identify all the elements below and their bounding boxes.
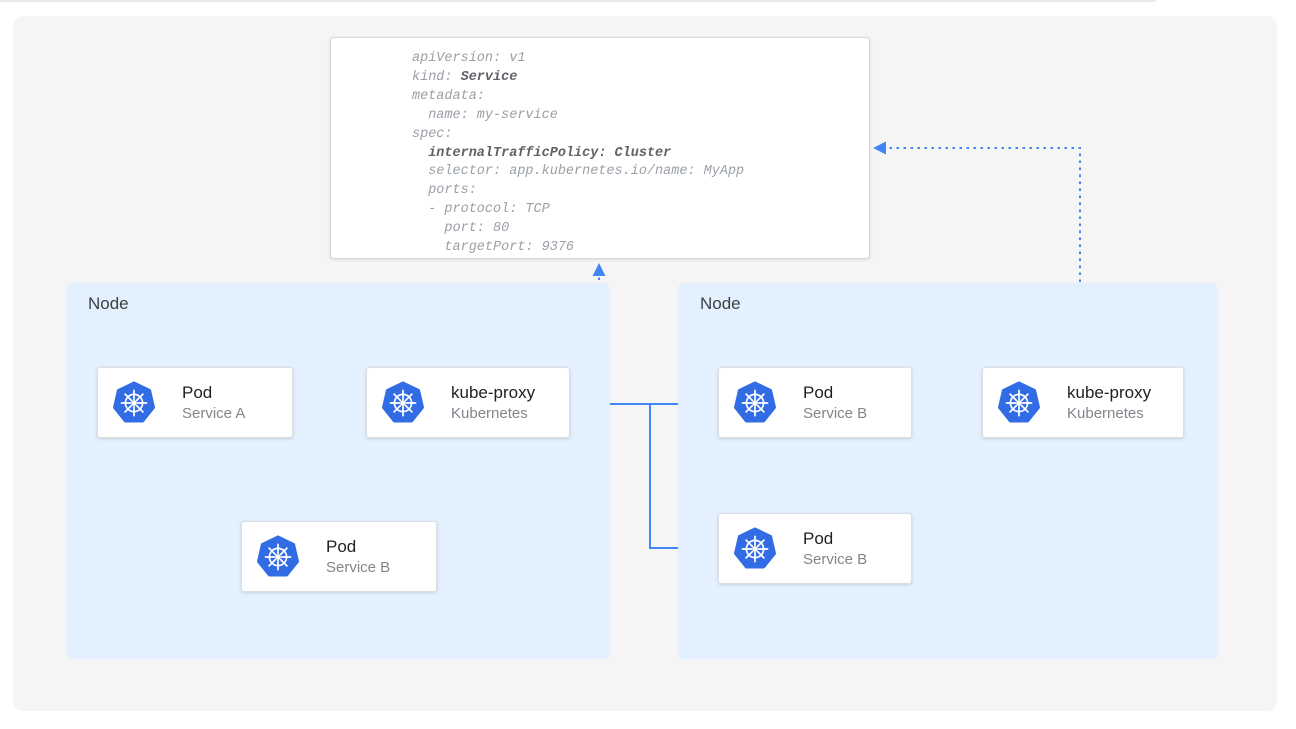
card-subtitle: Kubernetes [1067,404,1144,422]
card-kube-proxy-right: kube-proxy Kubernetes [982,367,1184,438]
kubernetes-icon [381,381,425,425]
card-subtitle: Service B [803,550,868,568]
card-title: Pod [803,382,834,402]
yaml-line: ports: [412,183,477,199]
card-pod-service-a: Pod Service A [97,367,293,438]
card-title: Pod [326,536,357,556]
kubernetes-icon [733,527,777,571]
node-box-right: Node [678,283,1218,659]
service-yaml-panel: apiVersion: v1 kind: Service metadata: nam… [330,37,870,259]
card-subtitle: Service A [182,404,246,422]
yaml-line: targetPort: 9376 [412,240,575,256]
card-subtitle: Service B [803,404,868,422]
yaml-line: internalTrafficPolicy: Cluster [428,145,672,161]
node-box-left: Node [66,283,610,659]
card-title: kube-proxy [1067,382,1152,402]
kubernetes-icon [733,381,777,425]
yaml-line: selector: app.kubernetes.io/name: MyApp [412,164,745,180]
card-pod-service-b-right-bottom: Pod Service B [718,513,912,584]
kubernetes-icon [997,381,1041,425]
kubernetes-icon [112,381,156,425]
yaml-line: name: my-service [412,107,558,123]
yaml-line: - protocol: TCP [412,202,550,218]
node-label: Node [88,294,129,313]
card-subtitle: Kubernetes [451,404,528,422]
yaml-line: metadata: [412,88,485,104]
yaml-line: apiVersion: v1 [412,51,526,66]
yaml-code: apiVersion: v1 kind: Service metadata: nam… [412,50,744,258]
yaml-line: port: 80 [412,221,510,237]
yaml-line: spec: [412,126,453,142]
card-pod-service-b-left: Pod Service B [241,521,437,592]
top-divider [0,0,1156,2]
yaml-line: kind: Service [412,69,518,85]
card-pod-service-b-right-top: Pod Service B [718,367,912,438]
card-kube-proxy-left: kube-proxy Kubernetes [366,367,570,438]
card-title: Pod [803,528,834,548]
kubernetes-icon [256,535,300,579]
card-subtitle: Service B [326,558,391,576]
card-title: Pod [182,382,213,402]
node-label: Node [700,294,741,313]
card-title: kube-proxy [451,382,536,402]
